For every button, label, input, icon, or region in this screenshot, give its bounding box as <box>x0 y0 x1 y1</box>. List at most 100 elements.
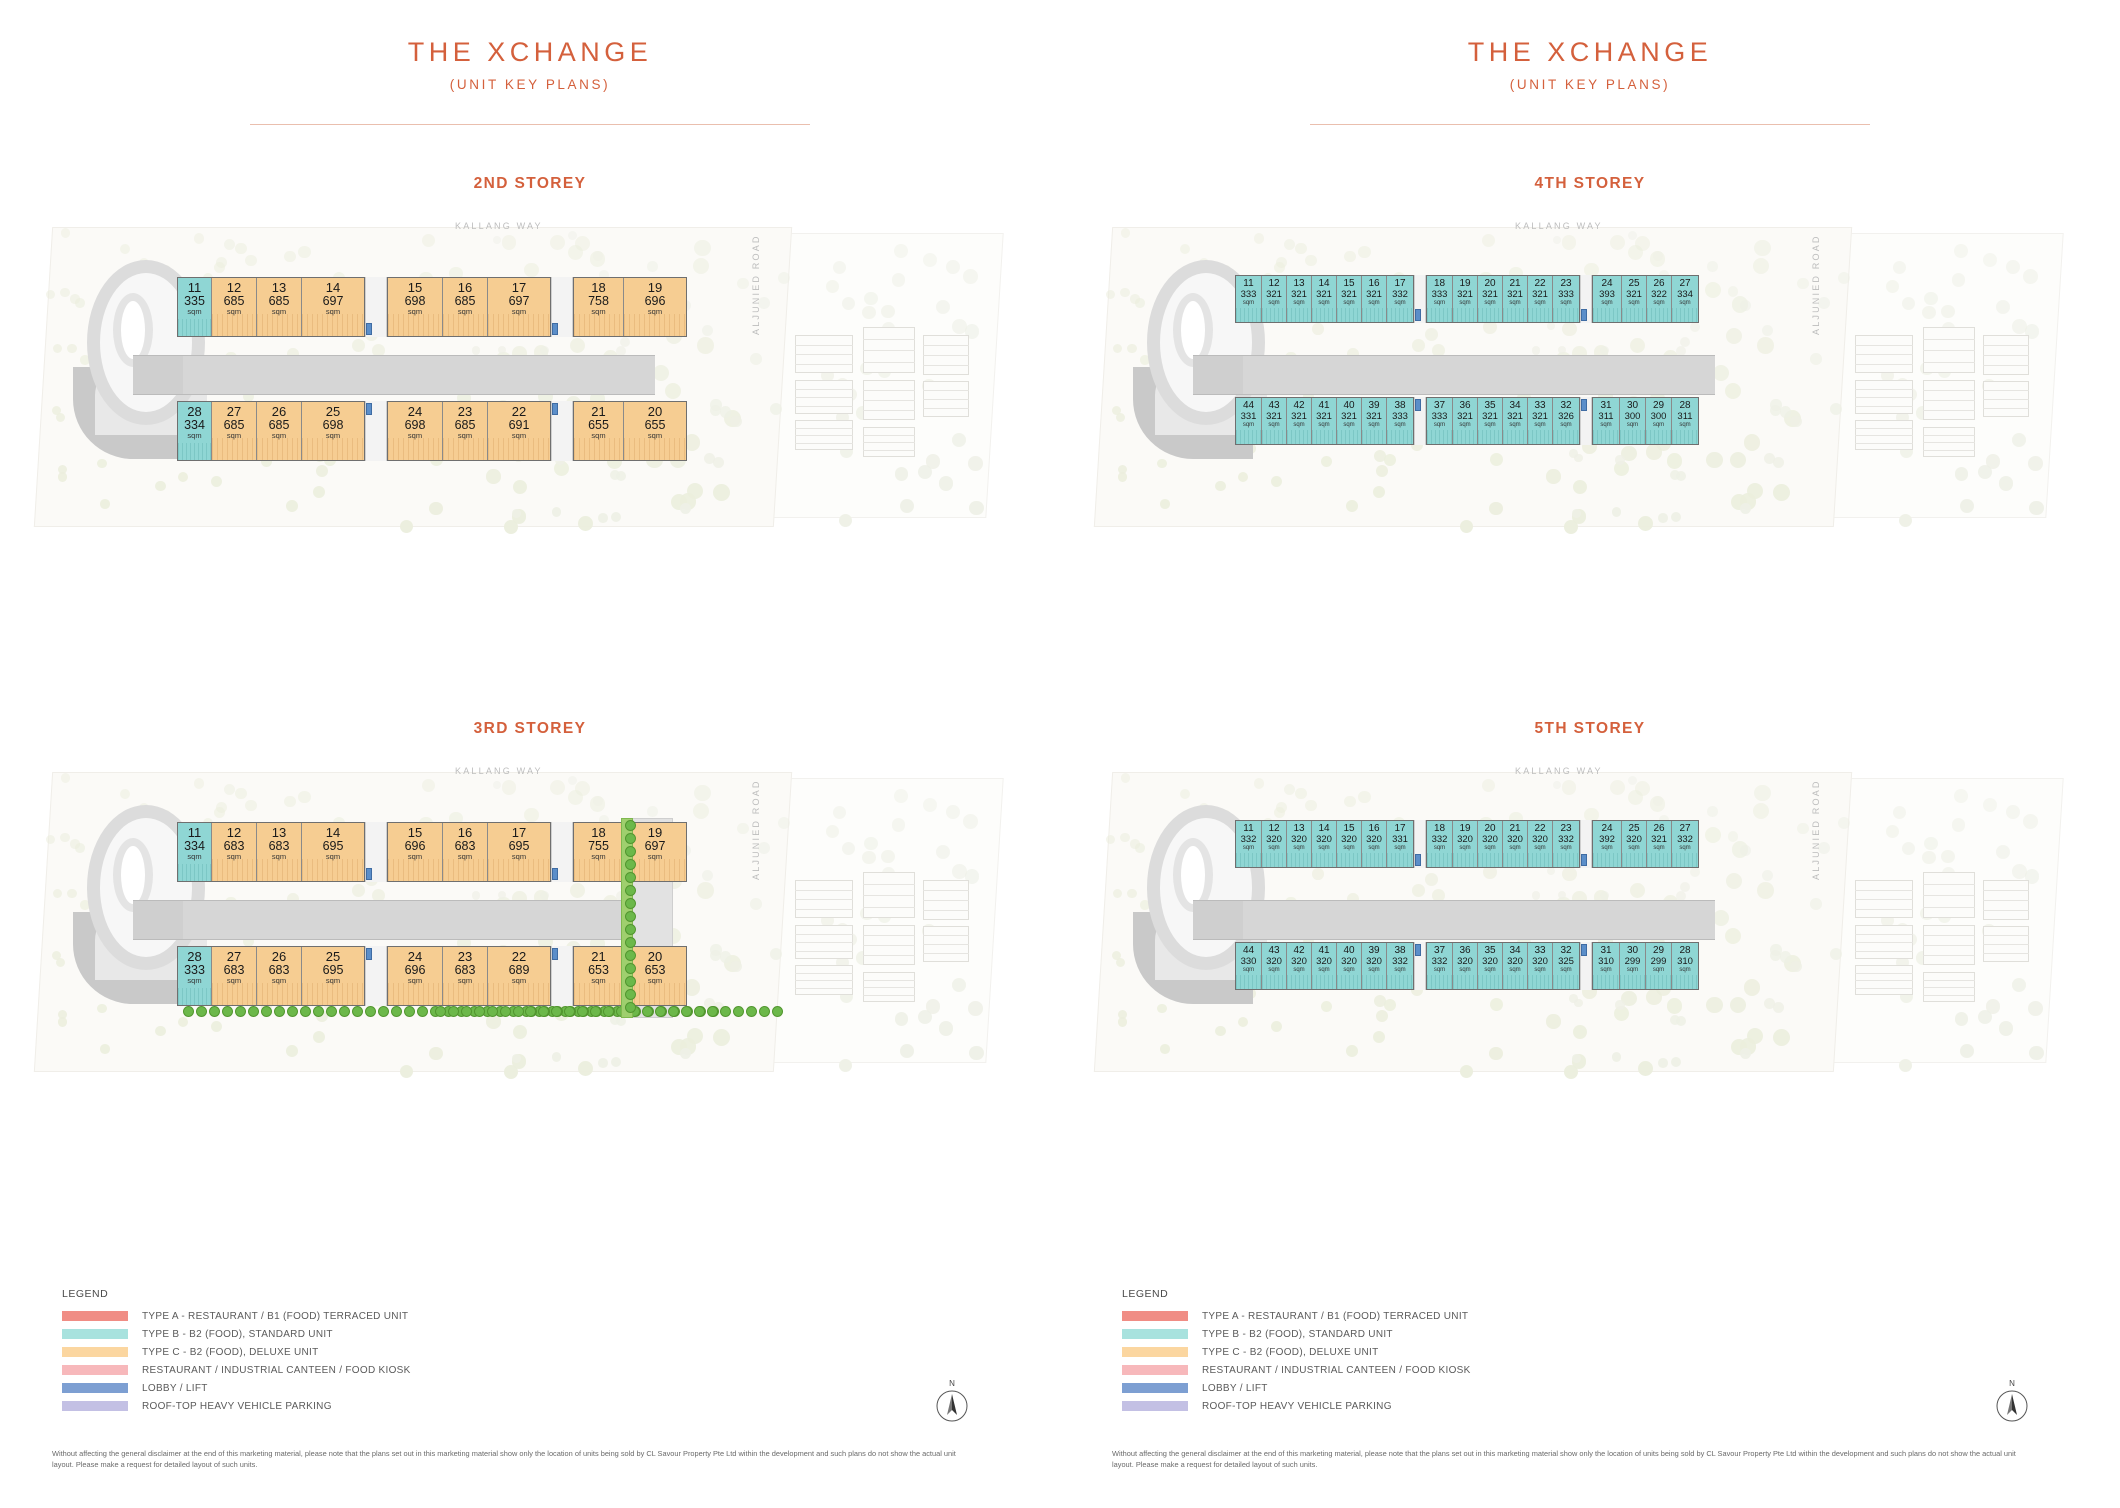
unit-43[interactable]: 43321sqm <box>1262 398 1287 444</box>
unit-17[interactable]: 17331sqm <box>1387 821 1413 867</box>
unit-15[interactable]: 15696sqm <box>388 823 443 881</box>
unit-25[interactable]: 25320sqm <box>1622 821 1647 867</box>
unit-12[interactable]: 12320sqm <box>1262 821 1287 867</box>
unit-40[interactable]: 40321sqm <box>1337 398 1362 444</box>
unit-16[interactable]: 16683sqm <box>443 823 488 881</box>
unit-26[interactable]: 26685sqm <box>257 402 302 460</box>
unit-31[interactable]: 31311sqm <box>1593 398 1620 444</box>
unit-26[interactable]: 26322sqm <box>1647 276 1672 322</box>
unit-23[interactable]: 23683sqm <box>443 947 488 1005</box>
unit-30[interactable]: 30300sqm <box>1620 398 1646 444</box>
unit-18[interactable]: 18333sqm <box>1427 276 1453 322</box>
unit-19[interactable]: 19320sqm <box>1453 821 1478 867</box>
unit-31[interactable]: 31310sqm <box>1593 943 1620 989</box>
unit-27[interactable]: 27685sqm <box>212 402 257 460</box>
unit-14[interactable]: 14321sqm <box>1312 276 1337 322</box>
unit-12[interactable]: 12683sqm <box>212 823 257 881</box>
unit-25[interactable]: 25695sqm <box>302 947 364 1005</box>
unit-33[interactable]: 33321sqm <box>1528 398 1553 444</box>
unit-27[interactable]: 27332sqm <box>1672 821 1698 867</box>
unit-32[interactable]: 32326sqm <box>1553 398 1579 444</box>
unit-28[interactable]: 28311sqm <box>1672 398 1698 444</box>
unit-43[interactable]: 43320sqm <box>1262 943 1287 989</box>
unit-27[interactable]: 27683sqm <box>212 947 257 1005</box>
unit-21[interactable]: 21653sqm <box>574 947 624 1005</box>
unit-20[interactable]: 20320sqm <box>1478 821 1503 867</box>
unit-18[interactable]: 18332sqm <box>1427 821 1453 867</box>
unit-11[interactable]: 11334sqm <box>178 823 212 881</box>
unit-41[interactable]: 41320sqm <box>1312 943 1337 989</box>
unit-29[interactable]: 29300sqm <box>1646 398 1672 444</box>
unit-39[interactable]: 39321sqm <box>1362 398 1387 444</box>
unit-38[interactable]: 38333sqm <box>1387 398 1413 444</box>
unit-40[interactable]: 40320sqm <box>1337 943 1362 989</box>
unit-23[interactable]: 23332sqm <box>1553 821 1579 867</box>
unit-23[interactable]: 23685sqm <box>443 402 488 460</box>
unit-21[interactable]: 21320sqm <box>1503 821 1528 867</box>
unit-42[interactable]: 42320sqm <box>1287 943 1312 989</box>
unit-24[interactable]: 24392sqm <box>1593 821 1622 867</box>
unit-22[interactable]: 22691sqm <box>488 402 550 460</box>
unit-13[interactable]: 13321sqm <box>1287 276 1312 322</box>
unit-26[interactable]: 26321sqm <box>1647 821 1672 867</box>
unit-16[interactable]: 16320sqm <box>1362 821 1387 867</box>
unit-12[interactable]: 12685sqm <box>212 278 257 336</box>
unit-19[interactable]: 19321sqm <box>1453 276 1478 322</box>
unit-18[interactable]: 18755sqm <box>574 823 624 881</box>
unit-32[interactable]: 32325sqm <box>1553 943 1579 989</box>
unit-11[interactable]: 11335sqm <box>178 278 212 336</box>
unit-36[interactable]: 36320sqm <box>1453 943 1478 989</box>
unit-28[interactable]: 28310sqm <box>1672 943 1698 989</box>
unit-42[interactable]: 42321sqm <box>1287 398 1312 444</box>
unit-25[interactable]: 25698sqm <box>302 402 364 460</box>
unit-26[interactable]: 26683sqm <box>257 947 302 1005</box>
unit-34[interactable]: 34320sqm <box>1503 943 1528 989</box>
unit-11[interactable]: 11333sqm <box>1236 276 1262 322</box>
unit-44[interactable]: 44331sqm <box>1236 398 1262 444</box>
unit-15[interactable]: 15698sqm <box>388 278 443 336</box>
unit-30[interactable]: 30299sqm <box>1620 943 1646 989</box>
unit-21[interactable]: 21321sqm <box>1503 276 1528 322</box>
unit-28[interactable]: 28334sqm <box>178 402 212 460</box>
unit-13[interactable]: 13685sqm <box>257 278 302 336</box>
unit-35[interactable]: 35321sqm <box>1478 398 1503 444</box>
unit-16[interactable]: 16321sqm <box>1362 276 1387 322</box>
unit-17[interactable]: 17332sqm <box>1387 276 1413 322</box>
unit-37[interactable]: 37333sqm <box>1427 398 1453 444</box>
unit-20[interactable]: 20321sqm <box>1478 276 1503 322</box>
unit-17[interactable]: 17695sqm <box>488 823 550 881</box>
unit-15[interactable]: 15320sqm <box>1337 821 1362 867</box>
unit-22[interactable]: 22689sqm <box>488 947 550 1005</box>
unit-36[interactable]: 36321sqm <box>1453 398 1478 444</box>
unit-19[interactable]: 19697sqm <box>624 823 686 881</box>
unit-39[interactable]: 39320sqm <box>1362 943 1387 989</box>
unit-14[interactable]: 14695sqm <box>302 823 364 881</box>
unit-19[interactable]: 19696sqm <box>624 278 686 336</box>
unit-12[interactable]: 12321sqm <box>1262 276 1287 322</box>
unit-24[interactable]: 24698sqm <box>388 402 443 460</box>
unit-37[interactable]: 37332sqm <box>1427 943 1453 989</box>
unit-27[interactable]: 27334sqm <box>1672 276 1698 322</box>
unit-17[interactable]: 17697sqm <box>488 278 550 336</box>
unit-29[interactable]: 29299sqm <box>1646 943 1672 989</box>
unit-33[interactable]: 33320sqm <box>1528 943 1553 989</box>
unit-41[interactable]: 41321sqm <box>1312 398 1337 444</box>
unit-21[interactable]: 21655sqm <box>574 402 624 460</box>
unit-18[interactable]: 18758sqm <box>574 278 624 336</box>
unit-24[interactable]: 24393sqm <box>1593 276 1622 322</box>
unit-14[interactable]: 14320sqm <box>1312 821 1337 867</box>
unit-23[interactable]: 23333sqm <box>1553 276 1579 322</box>
unit-25[interactable]: 25321sqm <box>1622 276 1647 322</box>
unit-15[interactable]: 15321sqm <box>1337 276 1362 322</box>
unit-14[interactable]: 14697sqm <box>302 278 364 336</box>
unit-34[interactable]: 34321sqm <box>1503 398 1528 444</box>
unit-13[interactable]: 13683sqm <box>257 823 302 881</box>
unit-13[interactable]: 13320sqm <box>1287 821 1312 867</box>
unit-20[interactable]: 20655sqm <box>624 402 686 460</box>
unit-11[interactable]: 11332sqm <box>1236 821 1262 867</box>
unit-35[interactable]: 35320sqm <box>1478 943 1503 989</box>
unit-38[interactable]: 38332sqm <box>1387 943 1413 989</box>
unit-44[interactable]: 44330sqm <box>1236 943 1262 989</box>
unit-28[interactable]: 28333sqm <box>178 947 212 1005</box>
unit-16[interactable]: 16685sqm <box>443 278 488 336</box>
